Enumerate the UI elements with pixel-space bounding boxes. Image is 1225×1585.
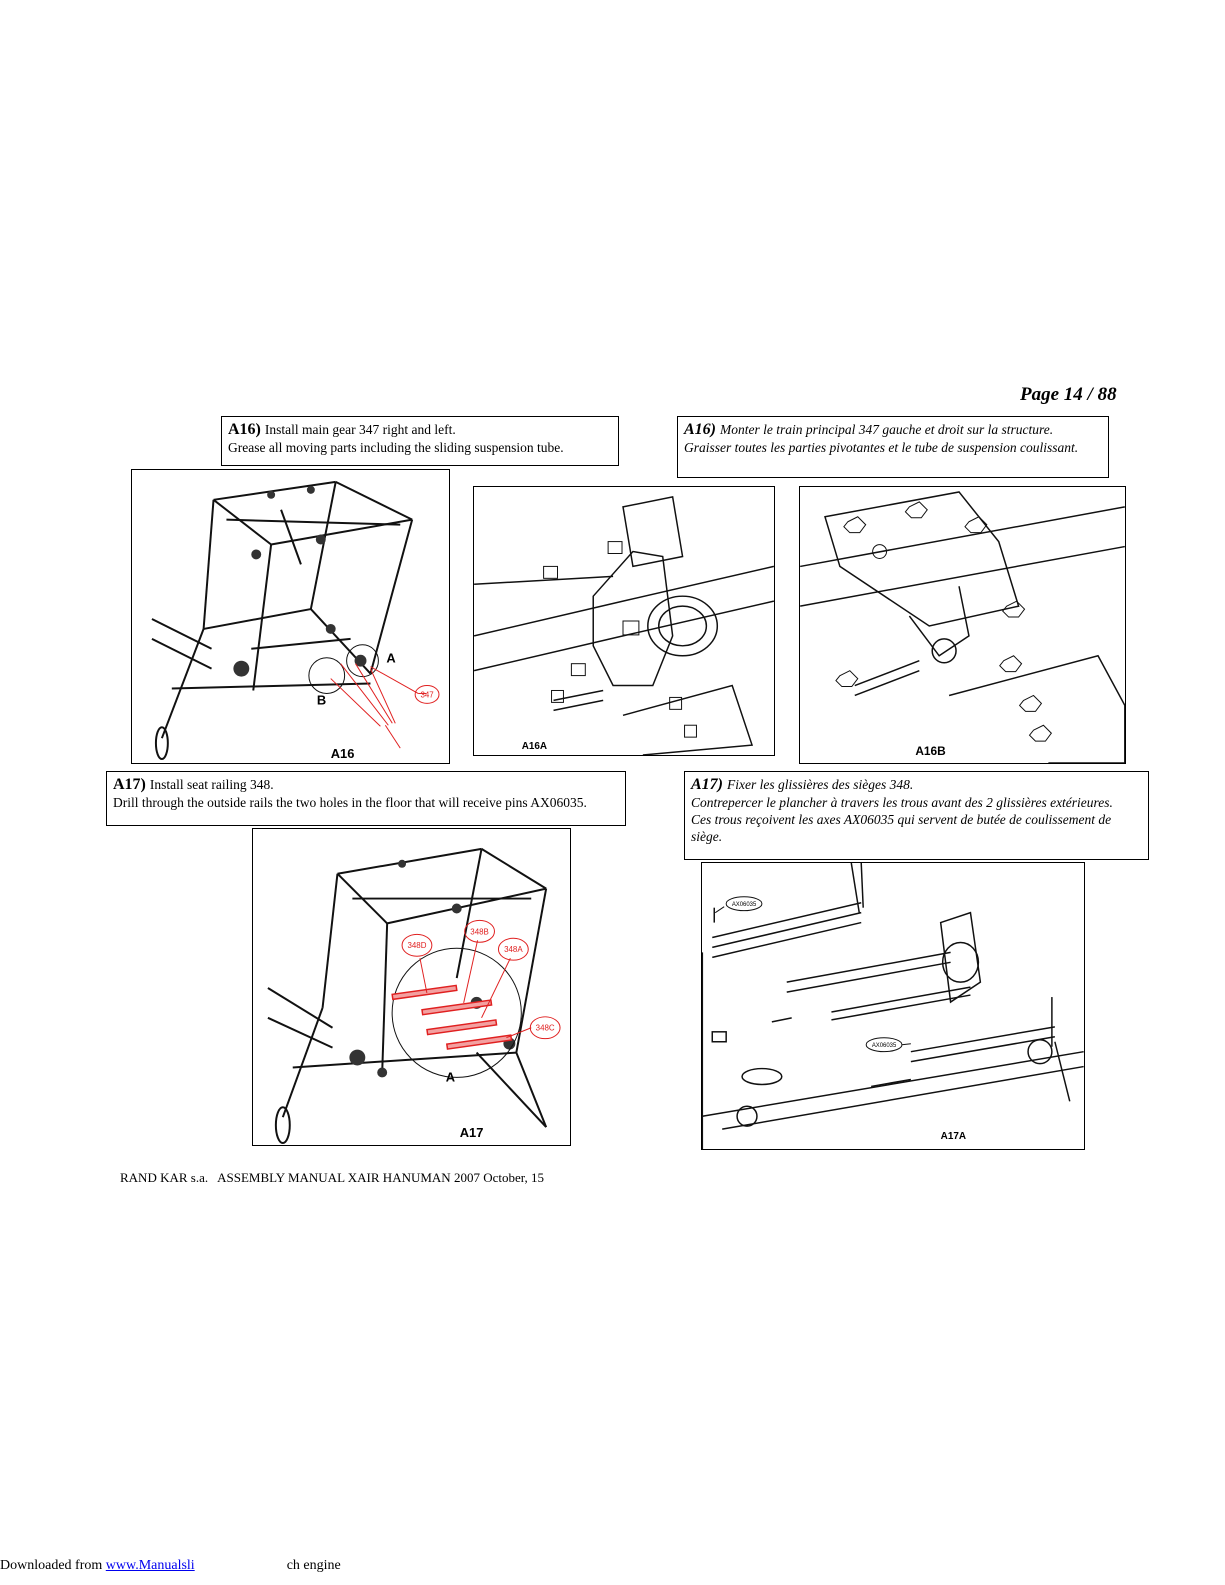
a17-fr-line2: Contrepercer le plancher à travers les t… [691,795,1113,810]
figure-a17: 348D 348B 348A 348C A A17 [252,828,571,1146]
a17-en-line1: Install seat railing 348. [149,777,274,792]
a16-fr-step: A16) [684,421,716,438]
a16-english-box: A16) Install main gear 347 right and lef… [221,416,619,466]
a17-part-348b: 348B [470,927,489,936]
a16-french-box: A16) Monter le train principal 347 gauch… [677,416,1109,478]
a17-fr-line1: Fixer les glissières des sièges 348. [727,777,914,792]
document-footer: RAND KAR s.a. ASSEMBLY MANUAL XAIR HANUM… [120,1170,545,1185]
a16-en-step: A16) [228,421,261,438]
a16-part-label: 347 [420,690,434,699]
download-prefix: Downloaded from [0,1558,106,1573]
a16-en-line2: Grease all moving parts including the sl… [228,440,564,455]
a17-en-step: A17) [113,776,146,793]
download-suffix: ch engine [286,1558,341,1573]
a17a-pin-top-label: AX06035 [732,902,757,908]
a17-fr-line3: Ces trous reçoivent les axes AX06035 qui… [691,812,1112,827]
figure-a16b: A16B [799,486,1126,764]
a16-fr-line2: Graisser toutes les parties pivotantes e… [684,440,1079,455]
a17-callout-a: A [446,1069,455,1084]
a17-part-348d: 348D [407,941,426,950]
a17-english-box: A17) Install seat railing 348. Drill thr… [106,771,626,826]
a16b-figure-label: A16B [915,744,946,758]
a16a-figure-label: A16A [522,741,547,752]
a17-fr-line4: siège. [691,829,723,844]
figure-a16a: A16A [473,486,775,756]
a16-figure-label: A16 [331,746,355,761]
a16-callout-b: B [317,692,326,707]
figure-a16: 347 A B A16 [131,469,450,764]
a17-figure-label: A17 [460,1125,484,1140]
download-notice: Downloaded from www.Manualsli ch engine [0,1558,341,1574]
a16-callout-a: A [386,651,395,666]
a17a-figure-label: A17A [941,1131,966,1142]
a17-french-box: A17) Fixer les glissières des sièges 348… [684,771,1149,860]
a16-fr-line1: Monter le train principal 347 gauche et … [720,422,1054,437]
figure-a17a: AX06035 AX06035 A17A [701,862,1085,1150]
a16-en-line1: Install main gear 347 right and left. [264,422,456,437]
a17-en-line2: Drill through the outside rails the two … [113,795,587,810]
page-number: Page 14 / 88 [1020,384,1117,405]
a17-part-348a: 348A [504,945,523,954]
a17-fr-step: A17) [691,776,723,793]
manualslib-link[interactable]: www.Manualsli [105,1558,195,1573]
a17a-pin-mid-label: AX06035 [872,1043,897,1049]
a17-part-348c: 348C [536,1024,555,1033]
